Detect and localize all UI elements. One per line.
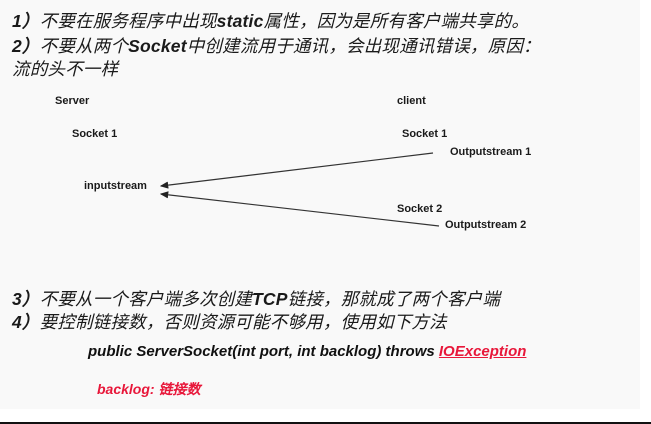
bottom-divider xyxy=(0,422,651,424)
rule-text: 链接，那就成了两个客户端 xyxy=(287,289,501,309)
rule-text: 流的头不一样 xyxy=(12,59,119,79)
rule-text: 不要从一个客户端多次创建 xyxy=(39,289,253,309)
signature-text: public ServerSocket(int port, int backlo… xyxy=(88,343,439,360)
rule-4: 4）要控制链接数，否则资源可能不够用，使用如下方法 xyxy=(12,309,447,334)
rule-keyword: static xyxy=(216,11,264,31)
rule-2: 2）不要从两个Socket中创建流用于通讯，会出现通讯错误，原因： xyxy=(12,33,541,58)
outputstream2-label: Outputstream 2 xyxy=(445,219,527,231)
server-socket-label: Socket 1 xyxy=(72,128,118,140)
rule-1: 1）不要在服务程序中出现static属性，因为是所有客户端共享的。 xyxy=(12,8,529,33)
rule-text: 属性，因为是所有客户端共享的。 xyxy=(263,11,530,31)
stream-arrows xyxy=(159,152,440,227)
client-label: client xyxy=(397,95,426,107)
rule-number: 4） xyxy=(12,312,40,332)
server-socket-signature: public ServerSocket(int port, int backlo… xyxy=(88,343,526,360)
outputstream1-label: Outputstream 1 xyxy=(450,146,532,158)
rule-keyword: Socket xyxy=(128,36,187,56)
inputstream-label: inputstream xyxy=(84,180,147,192)
arrow-outputstream2-to-inputstream xyxy=(159,191,440,227)
rule-text: 中创建流用于通讯，会出现通讯错误，原因： xyxy=(186,36,541,56)
client-socket2-label: Socket 2 xyxy=(397,203,443,215)
rule-3: 3）不要从一个客户端多次创建TCP链接，那就成了两个客户端 xyxy=(12,286,500,311)
arrow-outputstream1-to-inputstream xyxy=(159,152,434,189)
ioexception-link[interactable]: IOException xyxy=(438,343,527,360)
rule-text: 不要从两个 xyxy=(39,36,129,56)
rule-number: 1） xyxy=(12,11,40,31)
rule-number: 2） xyxy=(12,36,40,56)
client-socket1-label: Socket 1 xyxy=(402,128,448,140)
rule-2-continued: 流的头不一样 xyxy=(12,56,118,81)
rule-text: 要控制链接数，否则资源可能不够用，使用如下方法 xyxy=(39,312,447,332)
server-label: Server xyxy=(55,95,90,107)
slide: 1）不要在服务程序中出现static属性，因为是所有客户端共享的。 2）不要从两… xyxy=(12,8,541,397)
backlog-note: backlog: 链接数 xyxy=(97,381,201,397)
rule-keyword: TCP xyxy=(252,289,288,309)
rule-number: 3） xyxy=(12,289,40,309)
rule-text: 不要在服务程序中出现 xyxy=(39,11,217,31)
